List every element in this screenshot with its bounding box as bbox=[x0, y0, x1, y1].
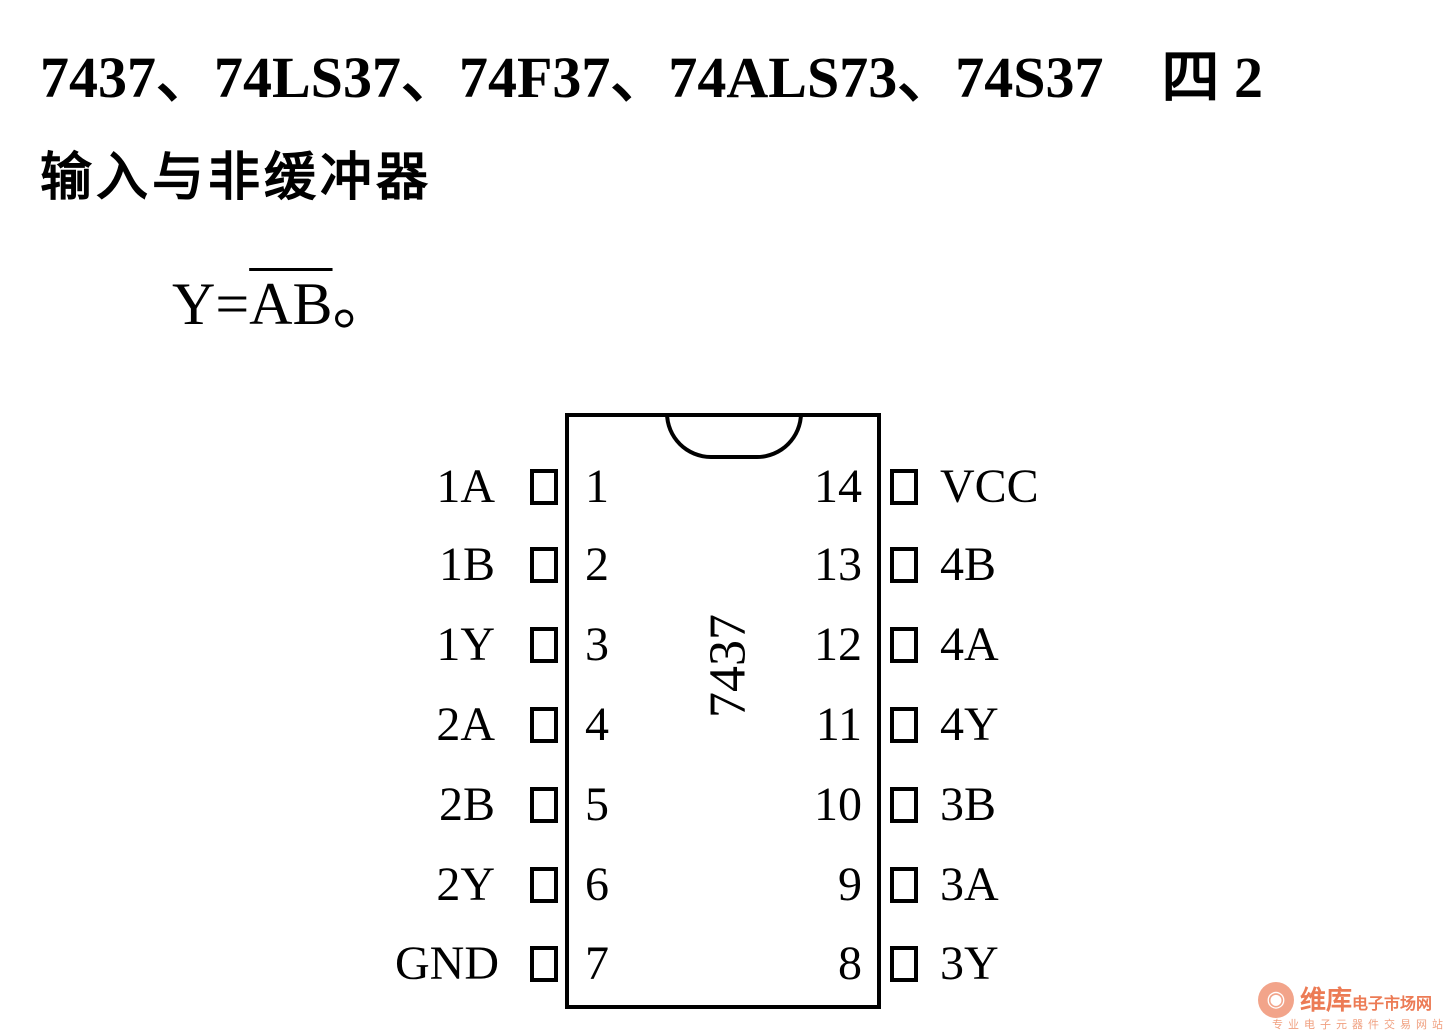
pin-5-terminal bbox=[530, 787, 558, 823]
logo-name-suffix: 电子市场网 bbox=[1352, 994, 1433, 1013]
pin-11-terminal bbox=[890, 707, 918, 743]
pin-6-terminal bbox=[530, 867, 558, 903]
diagram-title: 7437、74LS37、74F37、74ALS73、74S37 四 2 bbox=[40, 45, 1263, 110]
pin-name: 3A bbox=[940, 858, 999, 911]
logo-name: 维库 bbox=[1300, 986, 1353, 1016]
logo-tagline: 专业电子元器件交易网站 bbox=[1272, 1018, 1447, 1031]
pin-number: 3 bbox=[585, 618, 609, 671]
pin-number: 13 bbox=[814, 538, 862, 591]
pin-name: 2A bbox=[436, 698, 495, 751]
pin-name: 4Y bbox=[940, 698, 999, 751]
pin-3-terminal bbox=[530, 627, 558, 663]
diagram-subtitle: 输入与非缓冲器 bbox=[40, 148, 433, 208]
watermark-logo: ◉ 维库电子市场网 专业电子元器件交易网站 bbox=[1258, 980, 1447, 1031]
pin-number: 8 bbox=[838, 937, 862, 990]
pin-9-terminal bbox=[890, 867, 918, 903]
logo-text: 维库电子市场网 bbox=[1300, 980, 1432, 1017]
logo-icon: ◉ bbox=[1258, 982, 1294, 1018]
ic-package-body bbox=[565, 413, 881, 1009]
pin-14-terminal bbox=[890, 469, 918, 505]
pin-name: 4A bbox=[940, 618, 999, 671]
pin-number: 12 bbox=[814, 618, 862, 671]
pin-number: 1 bbox=[585, 460, 609, 513]
pin-7-terminal bbox=[530, 946, 558, 982]
formula-end: 。 bbox=[332, 271, 393, 337]
pin-name: 2B bbox=[438, 778, 495, 831]
pin-2-terminal bbox=[530, 547, 558, 583]
formula-overlined-term: AB bbox=[249, 271, 333, 337]
pin-name: 4B bbox=[940, 538, 997, 591]
pin-name: 3Y bbox=[940, 937, 999, 990]
pin-number: 14 bbox=[814, 460, 862, 513]
pin-4-terminal bbox=[530, 707, 558, 743]
pin-name: VCC bbox=[940, 460, 1039, 513]
pin-name: 1Y bbox=[436, 618, 495, 671]
pin-number: 10 bbox=[814, 778, 862, 831]
pin-number: 5 bbox=[585, 778, 609, 831]
pin-number: 4 bbox=[585, 698, 609, 751]
pin-name: 1A bbox=[436, 460, 495, 513]
pin-number: 9 bbox=[838, 858, 862, 911]
ic-part-label: 7437 bbox=[699, 614, 757, 718]
pin-number: 11 bbox=[815, 698, 862, 751]
pin-1-terminal bbox=[530, 469, 558, 505]
pin-12-terminal bbox=[890, 627, 918, 663]
pin-number: 2 bbox=[585, 538, 609, 591]
pin-name: 3B bbox=[940, 778, 997, 831]
pin-name: 1B bbox=[438, 538, 495, 591]
pin-10-terminal bbox=[890, 787, 918, 823]
pin-number: 7 bbox=[585, 937, 609, 990]
pin-13-terminal bbox=[890, 547, 918, 583]
formula-lhs: Y= bbox=[172, 271, 250, 337]
logic-formula: Y=AB。 bbox=[172, 255, 393, 342]
pin-8-terminal bbox=[890, 946, 918, 982]
pin-name: GND bbox=[395, 937, 499, 990]
pin-name: 2Y bbox=[436, 858, 495, 911]
pin-number: 6 bbox=[585, 858, 609, 911]
